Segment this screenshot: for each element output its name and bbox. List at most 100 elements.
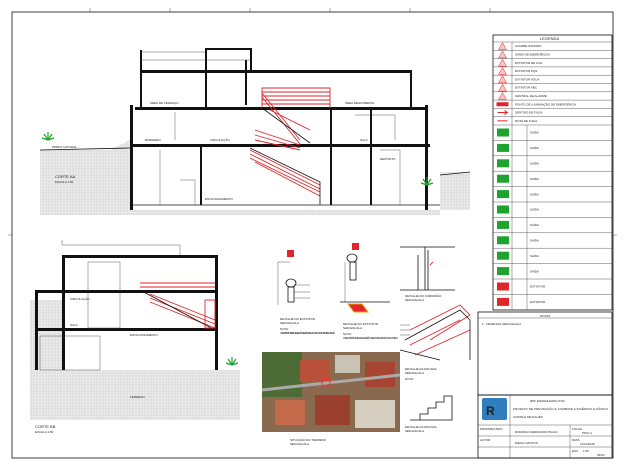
date-label: DATA — [572, 438, 580, 442]
legend-row: PONTO DE ILUMINAÇÃO DE EMERGÊNCIA — [493, 101, 612, 109]
notes-box: NOTAS 1 - DESENHO SEM ESCALA — [477, 311, 613, 396]
legend-sign-row: SAÍDA — [493, 155, 612, 172]
author-name: DIEGO SANTOS — [515, 441, 538, 445]
detail-title: DETALHE DA ESCADA — [405, 425, 437, 429]
detail-scale: SEM ESCALA — [405, 298, 424, 302]
detail-scale: SEM ESCALA — [280, 321, 299, 325]
company-logo-mark: R — [486, 404, 495, 418]
stair-detail-1: DETALHE DA ESCADA SEM ESCALA NOTA: — [399, 304, 471, 381]
tree-icon — [41, 132, 434, 186]
legend-sign-label: SAÍDA — [530, 239, 539, 243]
detail-title: DETALHE DO EXTINTOR — [343, 322, 379, 326]
legend-label: SENTIDO DE FUGA — [515, 111, 543, 115]
owner-name: RODRIGO FERNANDO PAULO — [515, 430, 558, 434]
legend-sign-label: SAÍDA — [530, 146, 539, 150]
legend-symbol-icon — [498, 91, 507, 100]
note-title: NOTA: — [280, 327, 289, 331]
legend-label: CENTRAL DE ALARME — [515, 94, 547, 98]
section-aa-scale: ESCALA 1:50 — [55, 180, 74, 184]
legend-sign-row: SAÍDA — [493, 232, 612, 249]
room-label: ESTACIONAMENTO — [205, 197, 234, 201]
detail-scale: SEM ESCALA — [343, 326, 362, 330]
legend-sign-row: SAÍDA — [493, 140, 612, 157]
legend-label: SAÍDA DE EMERGÊNCIA — [515, 51, 550, 56]
legend-row: EXTINTOR DE CO2 — [493, 58, 612, 68]
legend-symbol-icon — [497, 110, 509, 115]
company-logo — [482, 398, 507, 420]
site-title: SITUAÇÃO DO TERRENO — [290, 437, 327, 442]
extinguisher-detail-1: DETALHE DO EXTINTOR SEM ESCALA NOTA: OS … — [277, 250, 335, 335]
company-name: RPF ENGENHARIA LTDA — [530, 399, 565, 403]
legend-sign-row: SAÍDA — [493, 125, 612, 141]
section-aa-title: CORTE AA — [55, 174, 75, 179]
legend-label: PONTO DE ILUMINAÇÃO DE EMERGÊNCIA — [515, 101, 576, 106]
exit-sign-icon — [497, 143, 509, 152]
exit-sign-icon — [497, 267, 509, 276]
extinguisher-icon — [287, 286, 295, 303]
scale-label: ESC. — [572, 449, 579, 453]
room-label: SALA — [360, 138, 368, 142]
section-aa: CORTE AA ESCALA 1:50 ÁREA DE TERRAÇO ÁRE… — [39, 48, 471, 215]
project-description: PROJETO DE PREVENÇÃO E COMBATE A INCÊNDI… — [513, 406, 609, 411]
legend-row: ALARME SONORO — [493, 42, 612, 51]
date-value: 11/11/2019 — [580, 442, 595, 446]
exit-sign-icon — [497, 236, 509, 245]
note-title: NOTA: — [343, 332, 352, 336]
legend-symbol-icon — [496, 102, 509, 107]
detail-title: DETALHE DA ESCADA — [405, 367, 437, 371]
room-label: CIRCULAÇÃO — [210, 137, 230, 142]
legend-symbol-icon — [498, 83, 507, 92]
room-label: TERRENO — [130, 395, 145, 399]
scale-value: 1:50 — [583, 449, 589, 453]
extinguisher-detail-2: DETALHE DO EXTINTOR SEM ESCALA NOTA: OS … — [340, 243, 399, 340]
legend-row: EXTINTOR PQS — [493, 67, 612, 76]
legend-symbol-icon — [498, 75, 507, 84]
note-text: OS EXTINTORES DEVERÃO SER INSTALADOS CON… — [280, 330, 335, 335]
legend-row: EXTINTOR ABC — [493, 83, 612, 93]
legend-row: SAÍDA DE EMERGÊNCIA — [493, 50, 612, 59]
note-title: NOTA: — [405, 377, 414, 381]
legend-row: CENTRAL DE ALARME — [493, 91, 612, 101]
detail-scale: SEM ESCALA — [405, 371, 424, 375]
stair-detail-2: DETALHE DA ESCADA SEM ESCALA — [405, 395, 453, 433]
title-block: R RPF ENGENHARIA LTDA PROJETO DE PREVENÇ… — [477, 394, 613, 459]
handrail-detail: DETALHE DO CORRIMÃO SEM ESCALA — [400, 246, 455, 302]
legend-sign-row: EXTINTOR — [493, 294, 612, 310]
legend-sign-label: EXTINTOR — [530, 285, 546, 289]
legend-row: EXTINTOR ÁGUA — [493, 75, 612, 84]
legend-symbol-icon — [498, 42, 507, 50]
section-bb: CORTE BB ESCALA 1:50 CIRCULAÇÃO SALA EST… — [30, 240, 240, 434]
tree-icon — [225, 357, 239, 366]
drawing-content: CORTE E DETALHES — [513, 415, 543, 419]
exit-sign-icon — [497, 159, 509, 168]
room-label: CIRCULAÇÃO — [70, 296, 90, 301]
legend-sign-label: SAÍDA — [530, 223, 539, 227]
legend-label: EXTINTOR ABC — [515, 86, 538, 90]
legend-title: LEGENDA — [540, 36, 559, 41]
detail-scale: SEM ESCALA — [405, 429, 424, 433]
room-label: ÁREA DESCOBERTA — [345, 101, 374, 105]
extinguisher-icon — [349, 261, 357, 281]
legend-sign-label: SAÍDA — [530, 269, 539, 273]
legend-label: ROTA DE FUGA — [515, 119, 537, 123]
legend-sign-label: SAÍDA — [530, 192, 539, 196]
section-bb-title: CORTE BB — [35, 424, 56, 429]
legend-row: SENTIDO DE FUGA — [493, 110, 612, 117]
exit-sign-icon — [497, 128, 509, 137]
author-label: AUTOR — [480, 438, 491, 442]
legend-sign-label: SAÍDA — [530, 254, 539, 258]
fire-sign-icon — [497, 297, 509, 306]
exit-sign-icon — [497, 205, 509, 214]
legend-symbol-icon — [498, 50, 507, 59]
notes-title: NOTAS — [540, 314, 550, 318]
legend-sign-row: SAÍDA — [493, 202, 612, 218]
exit-sign-icon — [497, 190, 509, 199]
legend-sign-label: SAÍDA — [530, 162, 539, 166]
legend-label: EXTINTOR PQS — [515, 69, 537, 73]
frame-ticks — [8, 8, 617, 236]
legend-label: ALARME SONORO — [515, 44, 542, 48]
exit-sign-icon — [497, 251, 509, 260]
legend-sign-row: SAÍDA — [493, 263, 612, 280]
room-label: DEPÓSITO — [380, 156, 396, 161]
